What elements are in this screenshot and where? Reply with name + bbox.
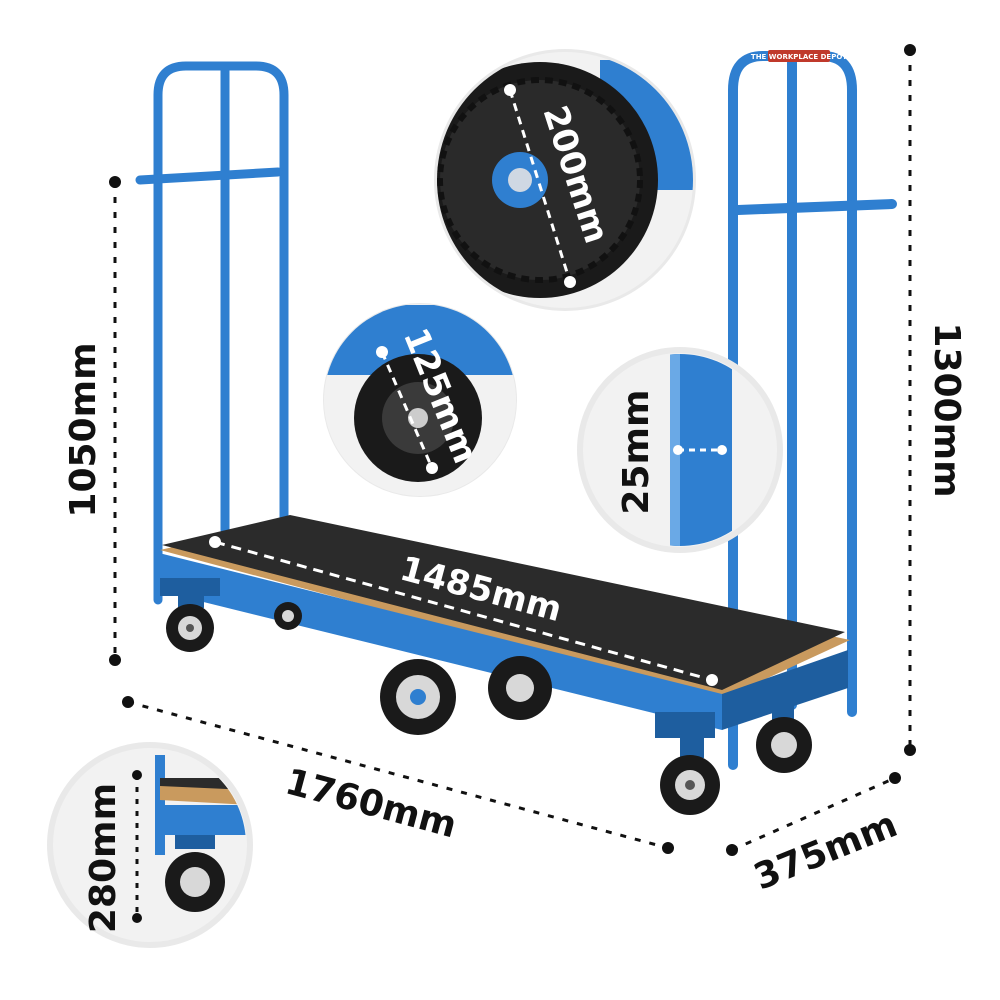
castor-rear-right — [756, 700, 812, 773]
chassis-front-rail — [155, 552, 722, 730]
inset-deck-height: 280mm — [47, 742, 253, 948]
height-1300-dimension: 1300mm — [904, 44, 967, 756]
height-1050-label: 1050mm — [63, 342, 104, 517]
inset-centre-wheel: 200mm — [428, 43, 702, 317]
chassis-end-rail — [722, 650, 848, 730]
height-1050-dimension: 1050mm — [63, 176, 121, 666]
left-handle-frame — [135, 61, 289, 605]
inset-tube: 25mm — [577, 347, 783, 553]
inset-castor: 125mm — [317, 297, 523, 503]
width-375-dimension: 375mm — [726, 772, 903, 898]
width-375-label: 375mm — [748, 804, 903, 898]
castor-rear-left — [274, 602, 302, 630]
tube-label: 25mm — [616, 389, 657, 514]
brand-label-text: THE WORKPLACE DEPOT — [751, 53, 847, 61]
deck-board — [162, 515, 845, 690]
height-1300-label: 1300mm — [926, 322, 967, 497]
castor-front-left — [166, 590, 214, 652]
brand-label — [768, 50, 830, 62]
deck-height-label: 280mm — [83, 783, 124, 933]
chassis — [155, 515, 850, 738]
centre-wheel-rear — [488, 656, 552, 720]
length-1760-label: 1760mm — [281, 761, 461, 846]
centre-wheel — [380, 659, 456, 735]
castor-front-right — [660, 738, 720, 815]
